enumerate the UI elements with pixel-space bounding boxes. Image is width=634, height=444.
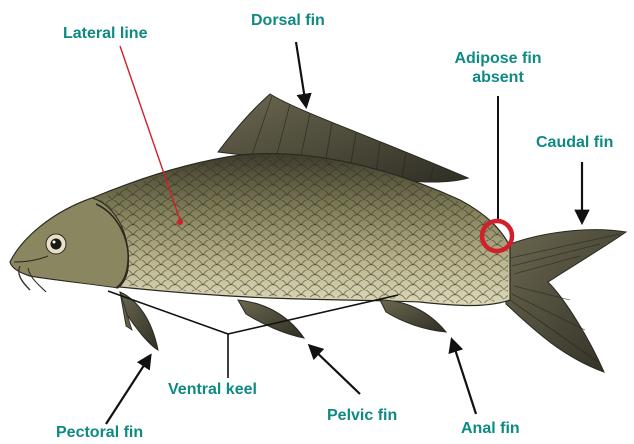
- caudal-fin-shape: [505, 230, 626, 372]
- label-lateral-line: Lateral line: [63, 24, 147, 43]
- label-ventral-keel: Ventral keel: [168, 380, 257, 399]
- pectoral-fin-arrow: [106, 356, 150, 424]
- anal-fin-arrow: [452, 340, 476, 414]
- pelvic-fin-arrow: [310, 346, 360, 394]
- dorsal-fin-arrow: [296, 42, 306, 106]
- anal-fin-shape: [380, 300, 446, 332]
- label-pectoral-fin: Pectoral fin: [56, 423, 143, 442]
- fish-head-shape: [10, 198, 129, 288]
- label-adipose-fin-absent: Adipose fin absent: [438, 49, 558, 87]
- label-adipose-fin-line1: Adipose fin: [438, 49, 558, 68]
- label-dorsal-fin: Dorsal fin: [251, 11, 325, 30]
- carp-illustration: [10, 94, 626, 372]
- label-adipose-fin-line2: absent: [438, 68, 558, 87]
- label-anal-fin: Anal fin: [461, 419, 520, 438]
- label-pelvic-fin: Pelvic fin: [327, 406, 397, 425]
- label-caudal-fin: Caudal fin: [536, 133, 613, 152]
- lateral-line-dot: [177, 219, 183, 225]
